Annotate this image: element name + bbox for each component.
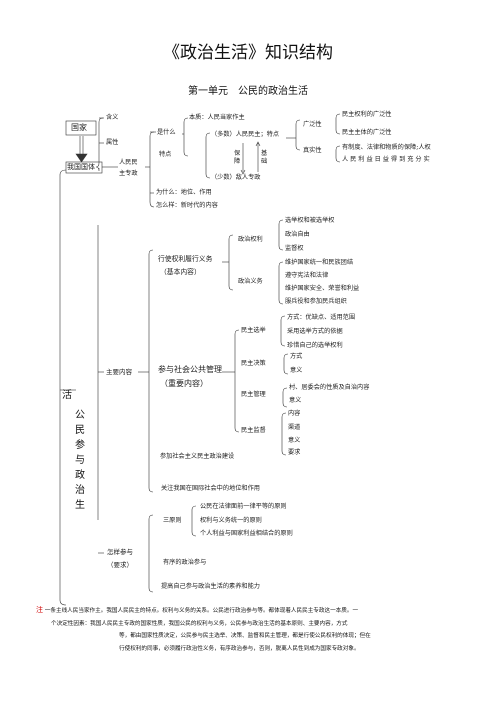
tigao-label: 提高自己参与政治生活的素养和能力: [161, 583, 260, 590]
guoti-label: 我国国体: [67, 163, 95, 171]
zenyang-label-1: 怎样参与: [107, 548, 133, 556]
xuanju-label: 民主选举: [241, 327, 266, 334]
vertical-char: 生: [75, 500, 85, 511]
jiandu-item-3: 意义: [288, 437, 301, 444]
juece-item-1: 方式: [290, 353, 303, 360]
shaoshu-label: （少数）敌人专政: [211, 174, 261, 181]
weishenme-label: 为什么：地位、作用: [156, 189, 212, 196]
zenyang-label-2: （要求）: [107, 561, 133, 569]
vertical-char: 民: [75, 425, 85, 436]
canjia-label: 参加社会主义民主政治建设: [160, 453, 235, 460]
lvxing-label-2: （基本内容）: [160, 268, 201, 276]
quanli-label: 政治权利: [238, 236, 263, 243]
quanli-item-3: 监督权: [285, 245, 304, 252]
guangfan-item-1: 民主权利的广泛性: [342, 111, 392, 118]
jiandu-item-1: 内容: [288, 410, 301, 417]
note-text: 一条主线人民当家作主。我国人民民主的特点。权利与义务的关系。公民进行政治参与等。…: [44, 608, 359, 614]
yiwu-item-2: 遵守宪法和法律: [285, 272, 329, 279]
baozhang-label: 保 障: [234, 150, 241, 165]
xuanju-item-1: 方式：优缺点、适用范围: [287, 314, 356, 321]
jiandu-item-2: 渠道: [288, 424, 301, 431]
juece-label: 民主决策: [241, 360, 266, 367]
guanzhu-label: 关注我国在国际社会中的地位和作用: [161, 485, 260, 492]
yiwu-item-1: 维护国家统一和民族团结: [285, 259, 354, 266]
quanli-item-2: 政治自由: [285, 231, 310, 238]
yuanze-item-2: 权利与义务统一的原则: [200, 517, 262, 524]
renmin-label-a: 人民民: [119, 159, 138, 166]
youxu-label: 有序的政治参与: [163, 559, 207, 566]
jiandu-item-4: 要求: [288, 449, 301, 456]
zhenshi-item-2: 人 民 利 益 日 益 得 到 充 分 实: [342, 156, 430, 163]
yiwu-item-3: 维护国家安全、荣誉和利益: [285, 285, 360, 292]
zhenshi-label: 真实性: [303, 147, 322, 154]
lvxing-label-1: 行使权利履行义务: [158, 255, 213, 263]
vertical-char: 治: [75, 485, 85, 496]
yiwu-item-4: 服兵役和参加民兵组织: [285, 298, 347, 305]
note-line-1: 注 一条主线人民当家作主。我国人民民主的特点。权利与义务的关系。公民进行政治参与…: [36, 604, 471, 618]
page-title: 《政治生活》知识结构: [163, 43, 333, 63]
note-line-3: 等，都由国家性质决定，公民参与民主选举、决策、监督和民主管理，都是行使公民权利的…: [119, 633, 371, 639]
vertical-char: 政: [75, 470, 85, 481]
yuanze-item-1: 公民在法律面前一律平等的原则: [200, 503, 287, 510]
benzhi-label: 本质：人民当家作主: [189, 114, 245, 121]
note-block: 注 一条主线人民当家作主。我国人民民主的特点。权利与义务的关系。公民进行政治参与…: [36, 604, 471, 655]
renmin-label-b: 主专政: [119, 170, 138, 177]
vertical-title-b: 公 民 参 与 政 治 生: [74, 408, 86, 513]
canyu-label-2: （重要内容）: [160, 379, 208, 388]
hanyi-label: 含义: [106, 114, 119, 121]
duoshu-label: （多数）人民民主；特点: [211, 131, 280, 138]
guojia-label: 国家: [71, 123, 87, 132]
shuxing-label: 属性: [106, 139, 119, 146]
zhuyao-label: 主要内容: [106, 368, 132, 376]
jiandu-label: 民主监督: [241, 427, 266, 434]
zhenshi-item-1: 有制度、法律和物质的保障;人权: [342, 144, 431, 151]
xuanju-item-2: 采用选举方式的依据: [287, 328, 343, 335]
yiwu-label: 政治义务: [238, 278, 263, 285]
note-tag: 注: [36, 606, 43, 614]
tedian-label: 特点: [159, 151, 172, 158]
vertical-char: 活: [62, 390, 72, 401]
guanli-item-1: 村、居委会的性质及自治内容: [289, 384, 370, 391]
jichu-label: 基 础: [261, 150, 268, 165]
guanli-label: 民主管理: [241, 391, 266, 398]
vertical-title-a: 活: [61, 388, 73, 403]
quanli-item-1: 选举权和被选举权: [285, 217, 335, 224]
juece-item-2: 意义: [290, 367, 303, 374]
note-line-4: 行使权利的同事，必须履行政治性义务，有序政治参与，否则，脱离人民性到成为国家专政…: [119, 645, 360, 652]
sanyuanze-label: 三原则: [163, 517, 182, 524]
vertical-char: 与: [75, 455, 85, 466]
vertical-char: 参: [75, 440, 85, 451]
guangfan-item-2: 民主主体的广泛性: [342, 129, 392, 136]
vertical-char: 公: [75, 410, 85, 421]
shishenme-label: 是什么: [157, 129, 176, 136]
note-line-2: 个决定性因素：我国人民民主专政的国家性质，我国公民的权利与义务，公民参与政治生活…: [51, 620, 348, 627]
xuanju-item-3: 珍惜自己的选举权利: [287, 342, 343, 349]
guanli-item-2: 意义: [289, 397, 302, 404]
yuanze-item-3: 个人利益与国家利益相结合的原则: [200, 530, 293, 537]
unit-title: 第一单元 公民的政治生活: [188, 86, 308, 97]
canyu-label-1: 参与社会公共管理: [158, 365, 222, 374]
guangfan-label: 广泛性: [303, 121, 322, 128]
zenmeyang-label: 怎么样：新时代的内容: [156, 202, 218, 209]
